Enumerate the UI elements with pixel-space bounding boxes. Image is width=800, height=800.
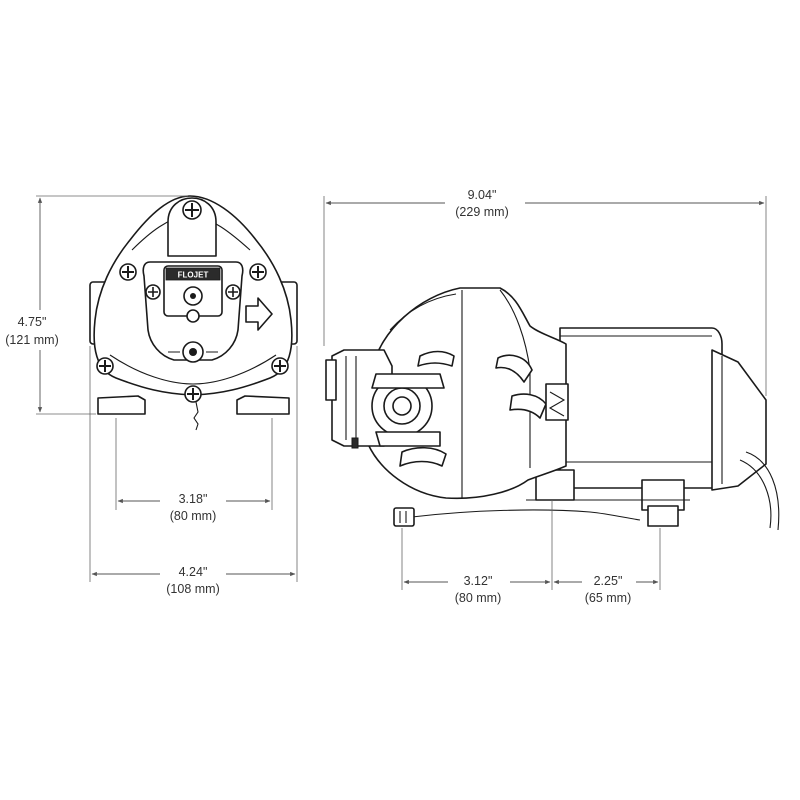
side-drain-plug bbox=[351, 437, 359, 449]
mount-width-inches-label: 3.18" bbox=[179, 492, 208, 506]
length-inches-label: 9.04" bbox=[468, 188, 497, 202]
side-vent-slot-1 bbox=[417, 350, 455, 367]
side-wire-connector bbox=[393, 507, 415, 527]
side-rear-mount bbox=[641, 479, 685, 511]
inlet-mount-inches-label: 3.12" bbox=[464, 574, 493, 588]
flow-arrow-icon bbox=[245, 297, 273, 331]
mount-spacing-inches-label: 2.25" bbox=[594, 574, 623, 588]
side-motor-endcap bbox=[711, 349, 767, 491]
side-vent-slot-3 bbox=[399, 446, 447, 467]
side-vent-slot-4 bbox=[509, 393, 547, 419]
height-mm-label: (121 mm) bbox=[5, 333, 58, 347]
mount-spacing-mm-label: (65 mm) bbox=[585, 591, 632, 605]
brand-label: FLOJET bbox=[178, 271, 209, 280]
front-top-hub bbox=[167, 197, 217, 257]
side-inlet-bore bbox=[392, 396, 412, 416]
front-lower-plug bbox=[186, 309, 200, 323]
side-motor-body bbox=[559, 327, 723, 489]
front-left-foot bbox=[97, 395, 146, 415]
front-right-foot bbox=[236, 395, 290, 415]
side-rear-foot bbox=[647, 505, 679, 527]
front-brand-plate bbox=[165, 267, 221, 281]
side-switch-bracket bbox=[545, 383, 569, 421]
front-wire-lead bbox=[193, 401, 199, 431]
inlet-mount-mm-label: (80 mm) bbox=[455, 591, 502, 605]
side-port-cap bbox=[325, 359, 337, 401]
side-inlet-clip-bottom bbox=[375, 431, 441, 447]
side-power-wire bbox=[739, 451, 780, 531]
side-vent-slot-2 bbox=[495, 354, 533, 383]
overall-width-inches-label: 4.24" bbox=[179, 565, 208, 579]
side-connector-wire bbox=[411, 509, 641, 521]
length-mm-label: (229 mm) bbox=[455, 205, 508, 219]
height-inches-label: 4.75" bbox=[18, 315, 47, 329]
mount-width-mm-label: (80 mm) bbox=[170, 509, 217, 523]
side-inlet-clip-top bbox=[371, 373, 445, 389]
side-view: 9.04" (229 mm) 3.12" (80 mm) 2.25" (65 m… bbox=[323, 188, 780, 605]
overall-width-mm-label: (108 mm) bbox=[166, 582, 219, 596]
front-view: FLOJET bbox=[4, 195, 298, 596]
